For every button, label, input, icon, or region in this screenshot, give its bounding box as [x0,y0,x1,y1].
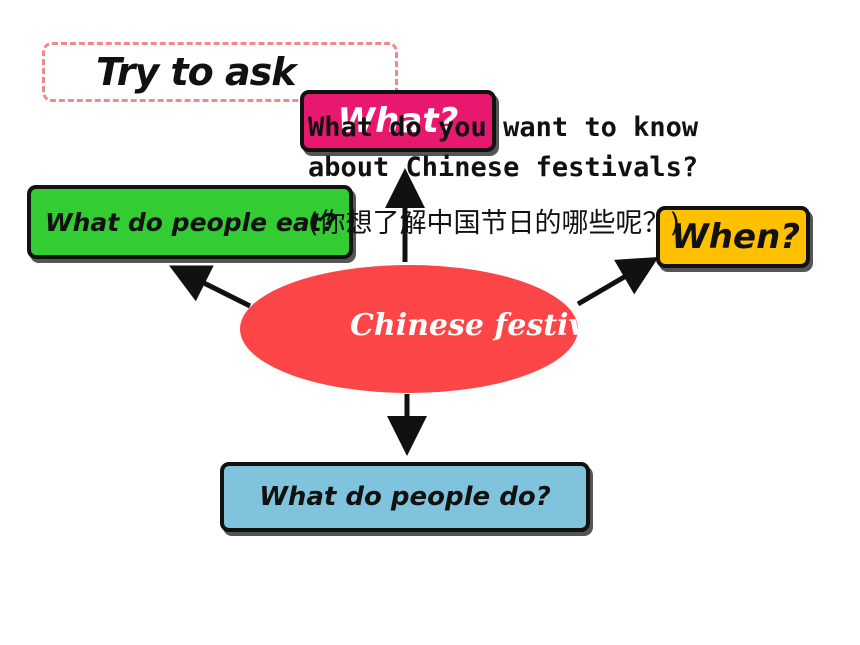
prompt-line-1: What do you want to know [308,112,699,143]
try-to-ask-title: Try to ask [96,50,297,94]
try-to-ask-frame [42,42,398,102]
prompt-line-2: about Chinese festivals? [308,152,699,183]
question-do-box: What do people do? [220,462,590,532]
center-ellipse [240,265,578,393]
question-what-label: What? [337,101,459,141]
question-do-label: What do people do? [259,482,551,512]
question-when-label: When? [671,217,800,257]
center-label: Chinese festiva [350,308,586,343]
question-eat-box: What do people eat? [27,185,353,259]
prompt-question: What do you want to know about Chinese f… [308,108,698,188]
arrow-right [576,256,659,307]
question-eat-label: What do people eat? [45,207,337,237]
arrow-left [169,265,252,309]
prompt-chinese: (你想了解中国节日的哪些呢？) [308,208,681,239]
question-what-box: What? [300,90,496,152]
question-when-box: When? [656,206,810,268]
